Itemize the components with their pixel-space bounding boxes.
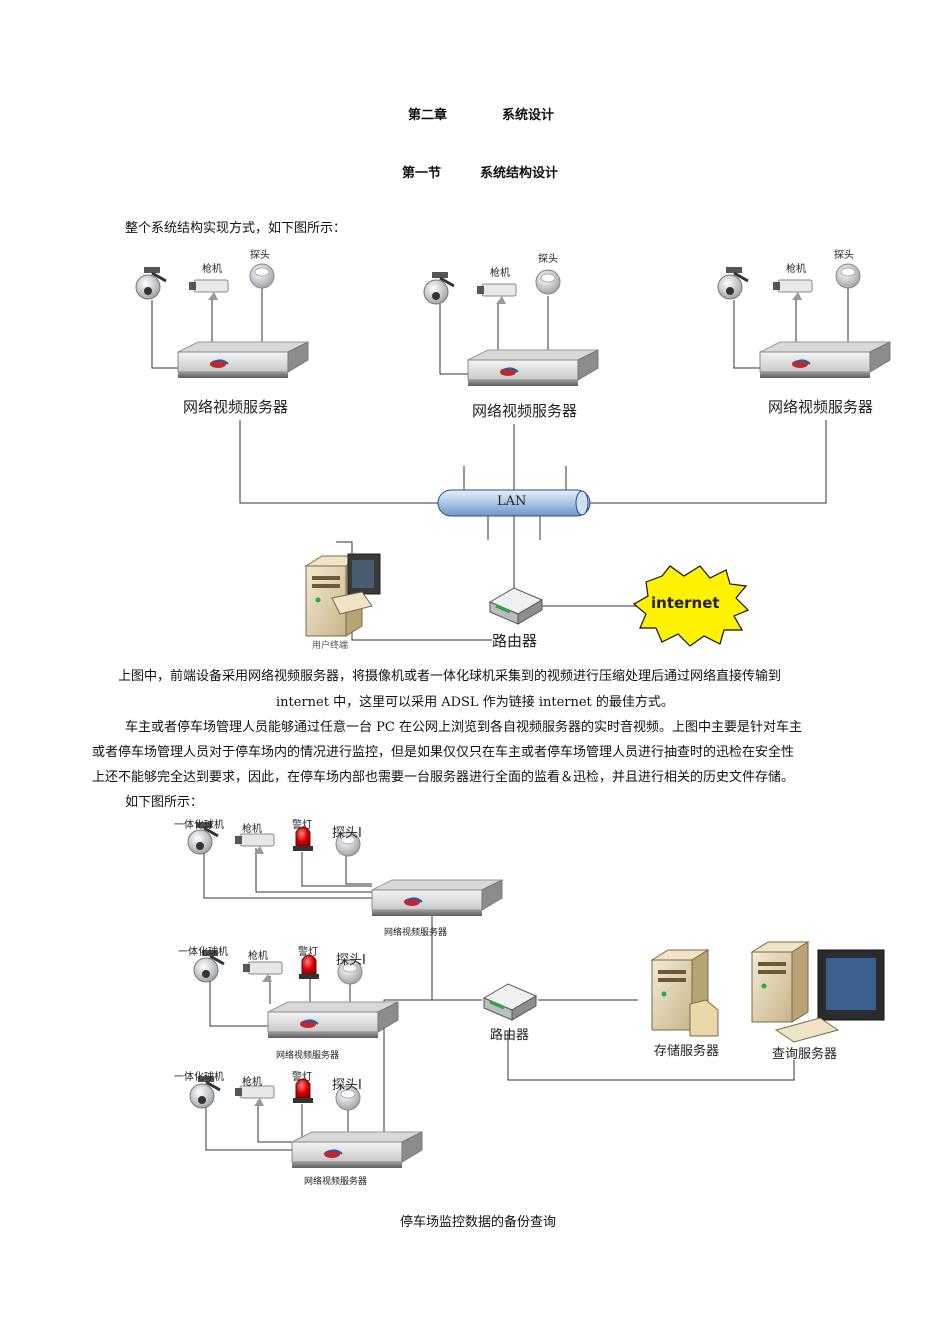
video-server-icon [371,879,503,917]
paragraph-2-line-3: 上还不能够完全达到要求，因此，在停车场内部也需要一台服务器进行全面的监看＆迅检，… [92,770,795,785]
camera-label: 枪机 [786,264,806,275]
storage-server-label: 存储服务器 [654,1044,720,1059]
server-label: 网络视频服务器 [768,398,874,416]
storage-server-icon [651,949,719,1037]
dome-camera-label: 一体化球机 [178,947,228,958]
camera-label: 枪机 [490,268,510,279]
section-number: 第一节 [402,166,442,181]
query-server-icon [751,941,885,1043]
video-server-icon [267,1001,399,1039]
query-server-label: 查询服务器 [772,1047,838,1062]
probe-label: 探头I [332,826,362,841]
probe-label: 探头 [250,250,270,261]
section-title: 系统结构设计 [480,166,559,181]
dome-camera-label: 一体化球机 [174,1072,224,1083]
internet-label: internet [651,594,720,612]
figure-caption: 停车场监控数据的备份查询 [400,1215,557,1230]
probe-label: 探头I [332,1078,362,1093]
camera-label: 枪机 [202,264,222,275]
camera-label: 枪机 [242,824,262,835]
dome-camera-label: 一体化球机 [174,820,224,831]
alarm-label: 警灯 [292,1072,312,1083]
camera-label: 枪机 [242,1077,262,1088]
chapter-title: 系统设计 [502,108,555,123]
paragraph-3: 如下图所示： [125,795,204,810]
diagram1-wires [151,288,849,641]
paragraph-1-line-2: internet 中，这里可以采用 ADSL 作为链接 internet 的最佳… [276,695,674,710]
server-label: 网络视频服务器 [384,928,448,938]
router-label: 路由器 [492,632,538,650]
box-camera-icon [234,833,275,855]
paragraph-1-line-1: 上图中，前端设备采用网络视频服务器，将摄像机或者一体化球机采集到的视频进行压缩处… [118,669,782,684]
probe-label: 探头I [336,953,366,968]
intro-text: 整个系统结构实现方式，如下图所示： [125,221,347,236]
router-icon [482,982,538,1022]
alarm-label: 警灯 [292,820,312,831]
probe-label: 探头 [834,250,854,261]
video-server-icon [291,1131,423,1169]
server-label: 网络视频服务器 [183,398,289,416]
router-label: 路由器 [490,1028,530,1043]
lan-label: LAN [497,494,527,509]
camera-label: 枪机 [248,951,268,962]
user-pc-icon [305,553,381,637]
box-camera-icon [242,961,283,983]
user-terminal-label: 用户终端 [312,641,349,651]
server-label: 网络视频服务器 [276,1051,340,1061]
alarm-light-icon [298,954,320,980]
alarm-label: 警灯 [298,947,318,958]
server-label: 网络视频服务器 [304,1177,368,1187]
probe-label: 探头 [538,254,558,265]
paragraph-2-line-2: 或者停车场管理人员对于停车场内的情况进行监控，但是如果仅仅只在车主或者停车场管理… [92,745,795,760]
paragraph-2-line-1: 车主或者停车场管理人员能够通过任意一台 PC 在公网上浏览到各自视频服务器的实时… [125,720,802,735]
chapter-number: 第二章 [408,108,448,123]
internet-cloud-icon [632,565,750,647]
server-label: 网络视频服务器 [472,402,578,420]
lan-bus-icon [437,489,591,517]
box-camera-icon [234,1085,275,1107]
